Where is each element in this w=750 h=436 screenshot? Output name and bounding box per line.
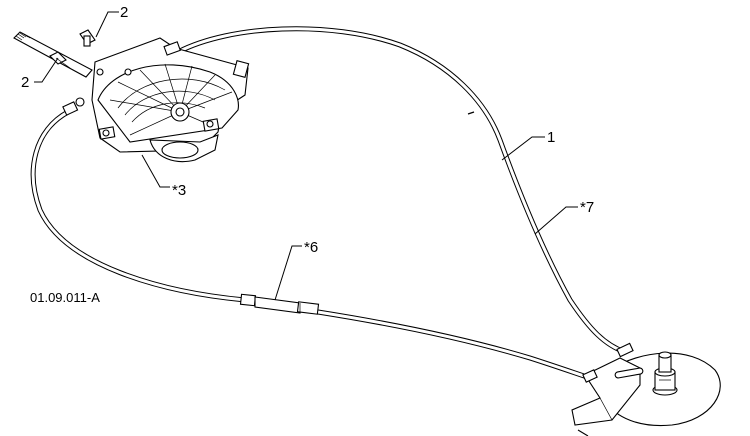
callout-bolt-left: 2 [21,74,29,91]
cable-ferrule [239,293,320,315]
callout-cable: 1 [547,129,555,146]
figure-reference-code: 01.09.011-A [30,290,100,305]
cable-upper-loop [175,26,628,355]
stud-stack [652,351,678,396]
callout-bolt-top: 2 [120,4,128,21]
leader-lines [34,11,578,301]
callout-inner-cable: *6 [304,239,318,256]
cable-lower-loop [30,109,593,381]
callout-control-box: *3 [172,182,186,199]
lower-bracket-assembly [571,342,721,436]
control-box-assembly [13,31,250,163]
callout-outer-cable: *7 [580,199,594,216]
bolt-top [79,29,96,47]
